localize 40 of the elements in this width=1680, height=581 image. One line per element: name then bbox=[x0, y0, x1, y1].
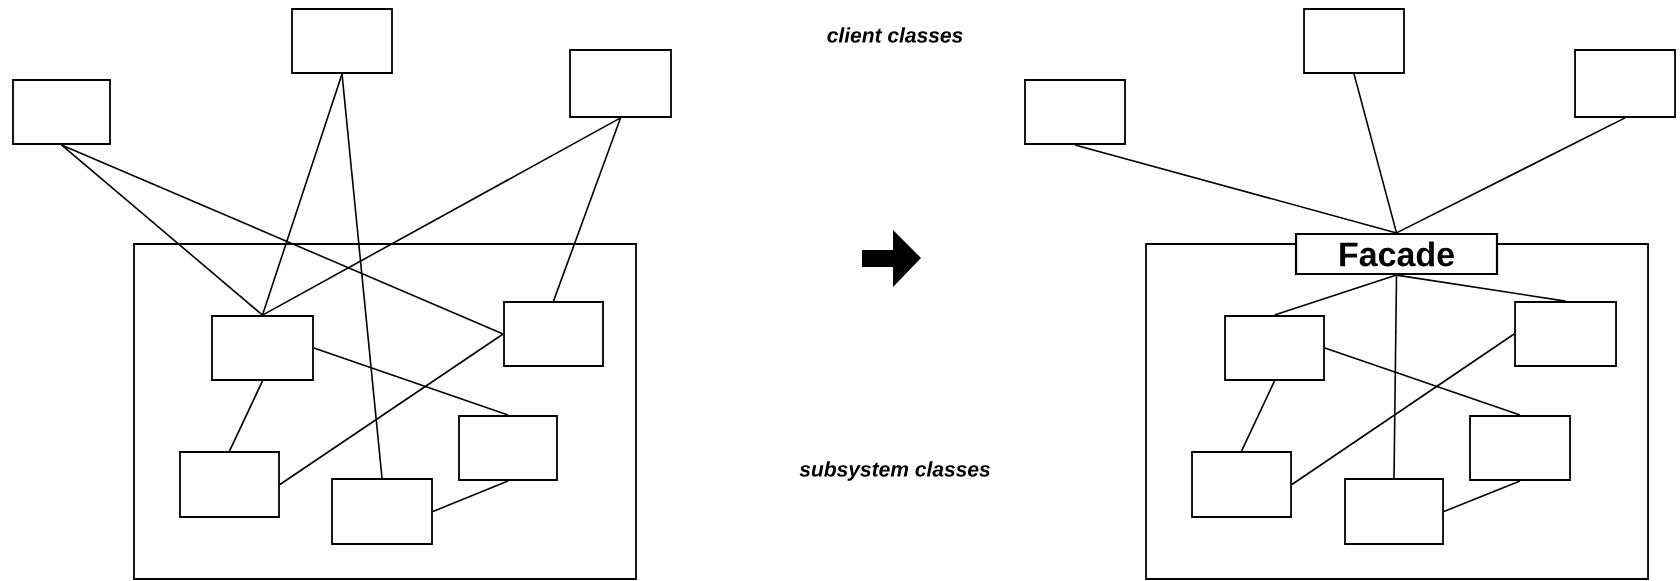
connector-line bbox=[1273, 274, 1398, 316]
connector-line bbox=[60, 144, 504, 335]
connector-line bbox=[1395, 274, 1567, 302]
connector-line bbox=[279, 333, 504, 486]
connector-line bbox=[552, 117, 622, 302]
connector-line bbox=[1291, 333, 1515, 486]
connector-line bbox=[1074, 144, 1398, 234]
connector-line bbox=[313, 347, 509, 416]
group-label: subsystem classes bbox=[799, 461, 990, 481]
connector-line bbox=[1393, 274, 1398, 479]
class-box bbox=[291, 8, 393, 74]
class-box bbox=[1574, 49, 1676, 118]
class-box bbox=[179, 451, 280, 518]
connector-line bbox=[1240, 380, 1276, 452]
class-box bbox=[211, 315, 314, 381]
connector-line bbox=[1443, 480, 1521, 513]
class-box bbox=[1344, 478, 1444, 545]
connector-line bbox=[1395, 117, 1626, 234]
connector-line bbox=[432, 480, 509, 513]
facade-box: Facade bbox=[1294, 232, 1499, 276]
subsystem-frame bbox=[133, 243, 637, 580]
class-box bbox=[12, 79, 111, 145]
connector-line bbox=[341, 73, 383, 479]
class-box bbox=[503, 301, 604, 367]
group-label: client classes bbox=[827, 27, 963, 43]
connector-line bbox=[261, 117, 622, 316]
class-box bbox=[1024, 79, 1126, 145]
class-box bbox=[1224, 315, 1325, 381]
class-box bbox=[1303, 8, 1405, 74]
connector-line bbox=[228, 380, 264, 452]
class-box bbox=[331, 478, 433, 545]
class-box bbox=[1191, 451, 1292, 518]
connector-line bbox=[1324, 347, 1521, 416]
connector-line bbox=[60, 144, 264, 316]
class-box bbox=[569, 49, 672, 118]
connector-line bbox=[261, 73, 343, 316]
class-box bbox=[458, 415, 558, 481]
connector-line bbox=[1353, 73, 1398, 234]
class-box bbox=[1469, 415, 1571, 481]
class-box bbox=[1514, 301, 1617, 367]
